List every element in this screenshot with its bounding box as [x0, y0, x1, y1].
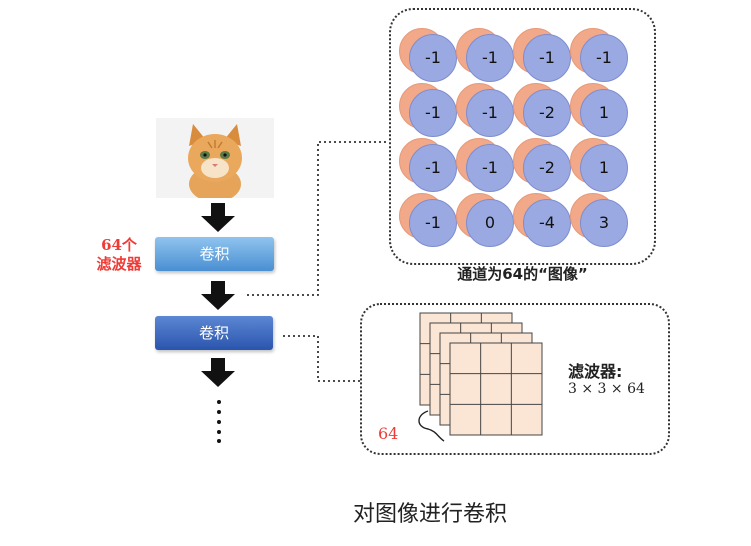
feature-cell: 1	[570, 83, 630, 139]
filter-dims: 3 × 3 × 64	[568, 381, 645, 397]
feature-cell: -4	[513, 193, 573, 249]
feature-cell: -1	[399, 28, 459, 84]
feature-value: -1	[466, 144, 514, 192]
feature-value: -1	[466, 89, 514, 137]
feature-value: -4	[523, 199, 571, 247]
feature-cell: -1	[456, 28, 516, 84]
feature-cell: -1	[399, 193, 459, 249]
main-caption: 对图像进行卷积	[250, 496, 610, 528]
feature-cell: -1	[513, 28, 573, 84]
feature-value: -1	[409, 144, 457, 192]
feature-cell: -2	[513, 83, 573, 139]
feature-value: 3	[580, 199, 628, 247]
feature-value: -1	[409, 34, 457, 82]
feature-cell: -1	[399, 83, 459, 139]
feature-value: -1	[466, 34, 514, 82]
filter-depth-label: 64	[378, 424, 398, 443]
feature-cell: -1	[456, 83, 516, 139]
feature-cell: -1	[399, 138, 459, 194]
feature-value: -1	[409, 89, 457, 137]
filter-stack	[410, 311, 560, 449]
feature-value: -1	[409, 199, 457, 247]
feature-cell: 0	[456, 193, 516, 249]
feature-cell: -2	[513, 138, 573, 194]
feature-cell: 3	[570, 193, 630, 249]
filter-title: 滤波器:	[568, 358, 622, 382]
feature-cell: -1	[570, 28, 630, 84]
feature-value: -1	[580, 34, 628, 82]
feature-cell: -1	[456, 138, 516, 194]
feature-value: -2	[523, 144, 571, 192]
feature-value: -1	[523, 34, 571, 82]
feature-value: -2	[523, 89, 571, 137]
filter-layer	[450, 343, 542, 435]
feature-cell: 1	[570, 138, 630, 194]
feature-value: 1	[580, 144, 628, 192]
feature-value: 1	[580, 89, 628, 137]
feature-value: 0	[466, 199, 514, 247]
feature-map-caption: 通道为64的“图像”	[389, 263, 656, 284]
